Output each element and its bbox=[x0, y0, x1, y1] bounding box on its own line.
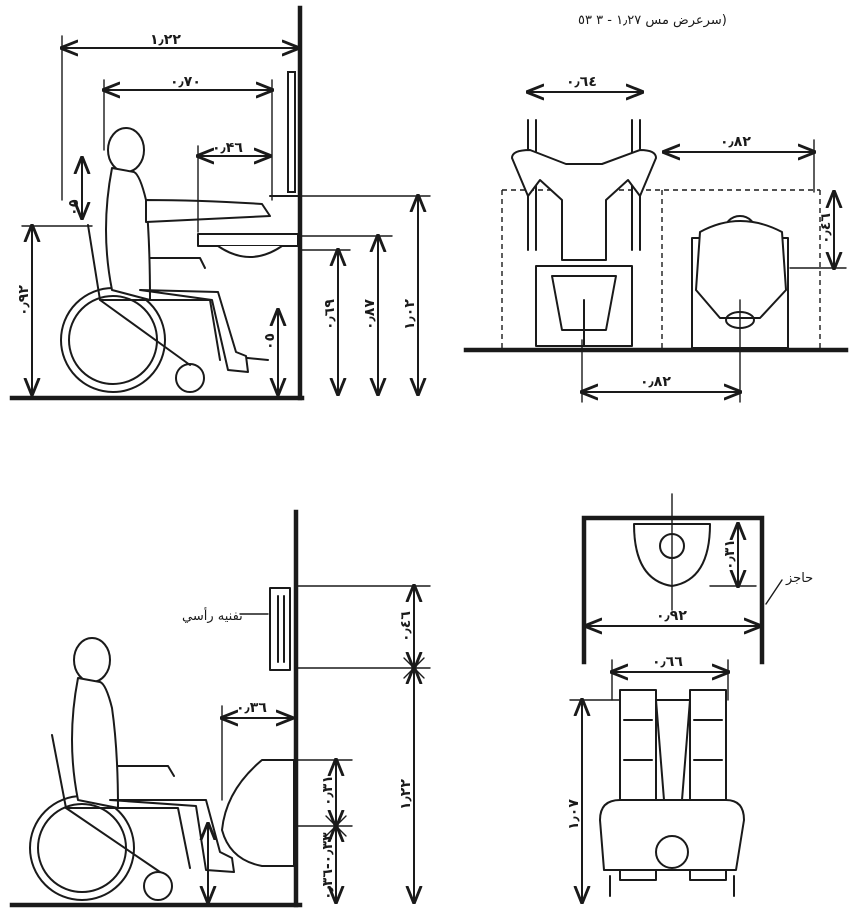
dim-reach-depth: ۰٫۷۰ bbox=[170, 74, 201, 90]
dim-foot-mark: ٠٥ bbox=[262, 333, 278, 350]
dim-lower-height: ۰٫٣٦-۰٫٣٣ bbox=[320, 832, 336, 900]
dim-total-depth: ۱٫۲۲ bbox=[150, 32, 181, 48]
wheelchair-plan bbox=[599, 689, 745, 897]
dim-stall-width: ۰٫۹۲ bbox=[656, 608, 687, 624]
dim-knee-clear: ۰٫٦٩ bbox=[322, 299, 338, 330]
panel-plan-basin: ۰٫٦٤ ۰٫۸۲ ۰٫٤٦ ۰٫۸۲ bbox=[463, 74, 849, 403]
dim-basin-depth: ۰٫۴٦ bbox=[212, 140, 243, 156]
flush-label: تفنيه رأسي bbox=[182, 607, 243, 624]
dim-urinal-depth: ۰٫۳٦ bbox=[236, 700, 267, 716]
dim-chair-width-2: ۰٫٦٦ bbox=[652, 654, 683, 670]
panel-plan-urinal: حاجز ۰٫٣١ ۰٫۹۲ ۰٫٦٦ ۱٫۰۷ bbox=[566, 493, 813, 902]
dim-chair-width: ۰٫٦٤ bbox=[566, 74, 597, 90]
dim-basin-front: ۰٫٤٦ bbox=[818, 213, 834, 244]
basin-rim bbox=[197, 233, 299, 247]
urinal-side bbox=[221, 759, 295, 867]
dim-flush-height: ۰٫٤٦ bbox=[398, 611, 414, 642]
dim-mirror-height: ۱٫۰۲ bbox=[402, 299, 418, 330]
dim-centre-spacing: ۰٫۸۲ bbox=[640, 374, 671, 390]
dim-bowl-depth: ۰٫٣١ bbox=[722, 539, 738, 570]
person-side bbox=[105, 127, 271, 373]
panel-side-basin: ۱٫۲۲ ۰٫۷۰ ۰٫۴٦ ۰٫۹۲ ٠٥ ٠٥ ۰٫٦٩ ۰٫۸۷ ۱٫۰۲ bbox=[9, 5, 431, 401]
header-note: سرعرض مس ۱٫۲۷ - ۳ ٥٣) bbox=[578, 13, 727, 28]
dim-rim-height: ۱٫۲۲ bbox=[398, 779, 414, 810]
person-front bbox=[511, 149, 657, 261]
dim-urinal-height: ۰٫٣١ bbox=[320, 775, 336, 806]
dim-chair-length: ۱٫۰۷ bbox=[566, 799, 582, 830]
basin-bowl bbox=[217, 245, 283, 258]
person-side-2 bbox=[71, 637, 235, 873]
dim-basin-width: ۰٫۸۲ bbox=[720, 134, 751, 150]
dim-small-mark: ٠٥ bbox=[66, 199, 82, 216]
mirror bbox=[287, 71, 296, 193]
dim-seat-height: ۰٫۹۲ bbox=[16, 285, 32, 316]
panel-side-urinal: تفنيه رأسي ۰٫۳٦ ۰٫٤٦ ۱٫ bbox=[9, 509, 431, 908]
dim-basin-height: ۰٫۸۷ bbox=[362, 299, 378, 330]
stall-walls bbox=[581, 515, 765, 665]
wheelchair-front bbox=[527, 119, 641, 347]
flush-valve bbox=[269, 587, 291, 671]
partition-label: حاجز bbox=[785, 571, 813, 586]
